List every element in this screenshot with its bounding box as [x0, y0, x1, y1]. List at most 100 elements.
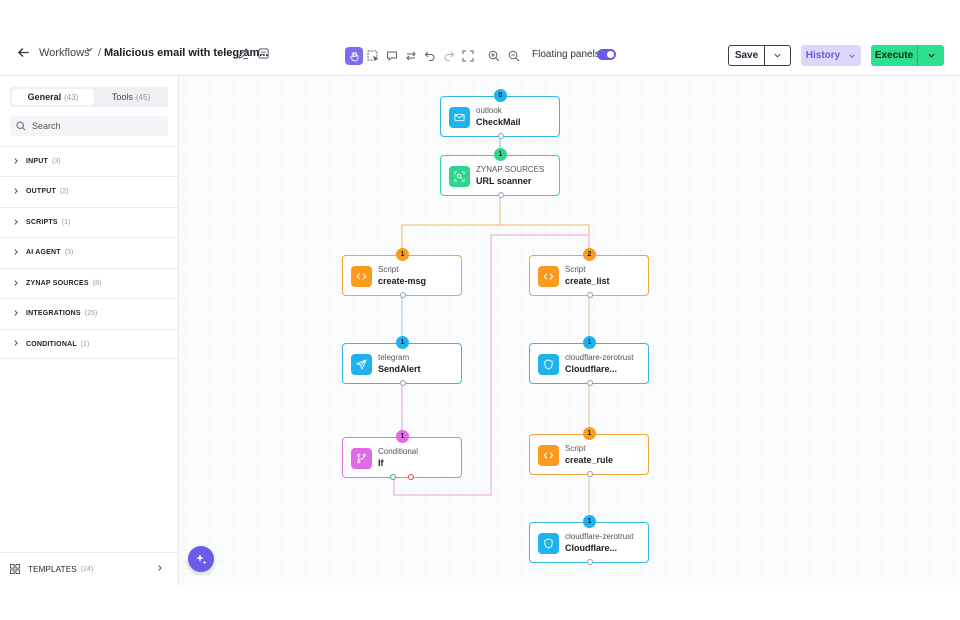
- chevron-down-icon[interactable]: [765, 46, 790, 65]
- category-zynap-sources[interactable]: ZYNAP SOURCES (8): [0, 268, 178, 298]
- node-checkmail[interactable]: 0 outlook CheckMail: [440, 89, 560, 139]
- output-port[interactable]: [400, 380, 406, 386]
- node-order-badge: 1: [396, 430, 409, 443]
- swap-icon[interactable]: [402, 47, 420, 65]
- category-label: ZYNAP SOURCES: [26, 280, 89, 287]
- true-output-port[interactable]: [390, 474, 396, 480]
- output-port[interactable]: [400, 292, 406, 298]
- node-cloudflare-2[interactable]: 1 cloudflare-zerotrust Cloudflare...: [529, 515, 649, 565]
- breadcrumb-workflows[interactable]: Workflows: [39, 47, 90, 59]
- category-scripts[interactable]: SCRIPTS (1): [0, 207, 178, 237]
- chevron-down-icon[interactable]: [918, 45, 944, 66]
- search-icon: [16, 121, 26, 131]
- chevron-right-icon: [12, 339, 22, 349]
- node-type: Script: [378, 265, 399, 274]
- category-count: (3): [52, 158, 61, 165]
- category-input[interactable]: INPUT (3): [0, 146, 178, 176]
- output-port[interactable]: [498, 133, 504, 139]
- node-title: CheckMail: [476, 117, 521, 127]
- notes-icon[interactable]: [255, 45, 271, 61]
- category-label: INTEGRATIONS: [26, 310, 81, 317]
- output-port[interactable]: [587, 292, 593, 298]
- execute-button[interactable]: Execute: [871, 45, 944, 66]
- node-type: Script: [565, 444, 586, 453]
- node-title: URL scanner: [476, 176, 532, 186]
- chevron-down-icon: [849, 53, 855, 58]
- fit-view-icon[interactable]: [459, 47, 477, 65]
- undo-icon[interactable]: [421, 47, 439, 65]
- edges-layer: [393, 137, 590, 522]
- node-title: If: [378, 458, 384, 468]
- category-count: (25): [84, 310, 98, 317]
- execute-label[interactable]: Execute: [871, 45, 918, 66]
- tab-tools[interactable]: Tools (45): [94, 87, 168, 107]
- node-order-badge: 1: [583, 515, 596, 528]
- ai-assistant-button[interactable]: [188, 546, 214, 572]
- node-title: SendAlert: [378, 364, 421, 374]
- category-label: AI AGENT: [26, 249, 61, 256]
- history-button[interactable]: History: [801, 45, 861, 66]
- category-count: (3): [64, 249, 74, 256]
- chevron-right-icon: [12, 248, 22, 258]
- category-integrations[interactable]: INTEGRATIONS (25): [0, 298, 178, 328]
- node-type: Conditional: [378, 447, 419, 456]
- node-title: create_rule: [565, 455, 614, 465]
- node-title: create-msg: [378, 276, 427, 286]
- node-send-alert[interactable]: 1 telegram SendAlert: [342, 336, 462, 386]
- code-icon: [351, 266, 372, 287]
- false-output-port[interactable]: [408, 474, 414, 480]
- node-type: cloudflare-zerotrust: [565, 532, 634, 541]
- category-ai-agent[interactable]: AI AGENT (3): [0, 237, 178, 267]
- back-arrow-icon[interactable]: [17, 46, 31, 60]
- category-label: CONDITIONAL: [26, 340, 77, 348]
- output-port[interactable]: [498, 192, 504, 198]
- node-if-conditional[interactable]: 1 Conditional If: [342, 430, 462, 480]
- chevron-right-icon: [12, 218, 22, 228]
- save-label[interactable]: Save: [729, 46, 765, 65]
- node-create-list[interactable]: 2 Script create_list: [529, 248, 649, 298]
- node-order-badge: 1: [583, 427, 596, 440]
- edge-urlscanner-createmsg: [401, 196, 501, 255]
- chevron-down-icon[interactable]: [85, 45, 94, 59]
- templates-section[interactable]: TEMPLATES (24): [0, 552, 178, 585]
- zoom-in-icon[interactable]: [485, 47, 503, 65]
- output-port[interactable]: [587, 471, 593, 477]
- node-url-scanner[interactable]: 1 ZYNAP SOURCES URL scanner: [440, 148, 560, 198]
- node-create-msg[interactable]: 1 Script create-msg: [342, 248, 462, 298]
- category-output[interactable]: OUTPUT (2): [0, 176, 178, 206]
- node-cloudflare-1[interactable]: 1 cloudflare-zerotrust Cloudflare...: [529, 336, 649, 386]
- output-port[interactable]: [587, 380, 593, 386]
- redo-icon[interactable]: [440, 47, 458, 65]
- save-button[interactable]: Save: [728, 45, 791, 66]
- shield-icon: [538, 533, 559, 554]
- sparkle-icon: [196, 554, 207, 565]
- workflow-title: Malicious email with telegram...: [104, 47, 269, 59]
- select-tool-icon[interactable]: [364, 47, 382, 65]
- category-count: (1): [80, 340, 90, 348]
- workflow-editor: Workflows / Malicious email with telegra…: [0, 30, 960, 585]
- edge-if-createlist: [393, 234, 590, 496]
- search-input[interactable]: [32, 121, 162, 131]
- output-port[interactable]: [587, 559, 593, 565]
- category-conditional[interactable]: CONDITIONAL (1): [0, 329, 178, 359]
- tab-general-count: (43): [64, 92, 79, 102]
- tab-tools-count: (45): [135, 92, 151, 102]
- zoom-out-icon[interactable]: [505, 47, 523, 65]
- tab-general[interactable]: General (43): [12, 89, 94, 105]
- hand-tool-icon[interactable]: [345, 47, 363, 65]
- breadcrumb-separator: /: [98, 47, 102, 59]
- shield-icon: [538, 354, 559, 375]
- branch-icon: [351, 448, 372, 469]
- comment-icon[interactable]: [383, 47, 401, 65]
- code-icon: [538, 266, 559, 287]
- workflow-canvas[interactable]: 0 outlook CheckMail 1 ZYNAP SOURCES URL …: [179, 76, 960, 585]
- chevron-right-icon: [12, 309, 22, 319]
- code-icon: [538, 445, 559, 466]
- node-order-badge: 1: [396, 336, 409, 349]
- node-order-badge: 1: [396, 248, 409, 261]
- edge-urlscanner-createlist: [500, 224, 590, 255]
- node-create-rule[interactable]: 1 Script create_rule: [529, 427, 649, 477]
- templates-count: (24): [80, 565, 94, 573]
- floating-panels-toggle[interactable]: [597, 49, 616, 60]
- edit-pencil-icon[interactable]: [235, 45, 251, 61]
